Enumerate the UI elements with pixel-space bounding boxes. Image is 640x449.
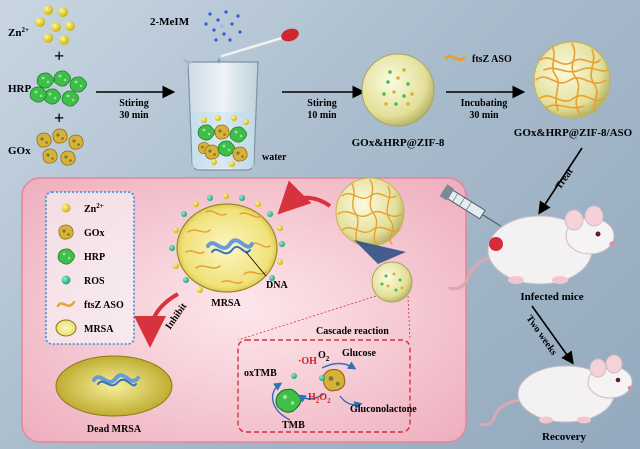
dead-mrsa-label: Dead MRSA xyxy=(87,424,142,435)
water-label: water xyxy=(262,152,287,163)
zinc-ion-icon xyxy=(35,17,45,27)
attack-arrow xyxy=(277,180,332,215)
gox-icon xyxy=(42,148,58,164)
treat-arrow xyxy=(538,147,583,215)
plus-sign: + xyxy=(54,46,64,66)
panel-zif-particle xyxy=(371,261,413,303)
infected-mice-label: Infected mice xyxy=(520,291,583,303)
zinc-ion-icon xyxy=(43,5,53,15)
hrp-icon xyxy=(43,88,62,105)
legend-aso-label: ftsZ ASO xyxy=(84,300,124,311)
hrp-label: HRP xyxy=(8,83,32,95)
gox-icon xyxy=(52,128,68,144)
step2-label: Stiring xyxy=(307,98,336,109)
mrsa-surface-particles xyxy=(169,193,285,293)
legend-gox-label: GOx xyxy=(84,228,105,239)
o2-label: O2 xyxy=(318,350,330,363)
beaker-icon xyxy=(182,58,259,171)
dead-mrsa-cell xyxy=(55,355,173,417)
tmb-oxidation-arrow xyxy=(271,382,291,421)
syringe-icon xyxy=(439,184,502,227)
zinc-ion-icon xyxy=(59,35,69,45)
step1-label: Stiring xyxy=(119,98,148,109)
dropper-icon xyxy=(217,28,299,66)
inhibit-arrow xyxy=(134,292,179,348)
meim-label: 2-MeIM xyxy=(150,16,190,28)
dna-icon xyxy=(206,238,254,250)
hrp-icon xyxy=(69,76,88,93)
zif8-particle xyxy=(361,53,435,127)
h2o2-arrow xyxy=(297,393,325,403)
ros-icon xyxy=(291,373,297,379)
oh-radical-label: ·OH xyxy=(298,356,317,367)
dna-pointer xyxy=(245,251,267,277)
legend-gox-icon xyxy=(58,224,74,240)
legend-mrsa-icon xyxy=(55,319,77,337)
glucose-arrow xyxy=(321,361,357,370)
intermediate-label: GOx&HRP@ZIF-8 xyxy=(352,137,445,149)
zoom-line-left xyxy=(237,295,377,341)
cascade-title: Cascade reaction xyxy=(316,326,389,337)
step1-time: 30 min xyxy=(119,110,149,121)
tmb-label: TMB xyxy=(282,420,305,431)
zoom-cone xyxy=(354,240,406,264)
gox-label: GOx xyxy=(8,145,31,157)
zoom-line-right xyxy=(407,295,411,341)
two-weeks-arrow xyxy=(531,305,574,365)
legend-zn-label: Zn2+ xyxy=(84,202,104,215)
h2o2-label: H2O2 xyxy=(308,392,331,405)
gluconolactone-label: Gluconolactone xyxy=(350,404,417,415)
oxtmb-label: oxTMB xyxy=(244,368,277,379)
recovery-label: Recovery xyxy=(542,431,586,443)
legend-ros-label: ROS xyxy=(84,276,105,287)
hrp-group xyxy=(29,70,88,107)
zinc-ion-icon xyxy=(51,22,61,32)
aso-coated-particle xyxy=(533,41,611,119)
step2-time: 10 min xyxy=(307,110,337,121)
ros-icon xyxy=(319,375,325,381)
hrp-icon xyxy=(29,86,48,103)
recovered-mouse-icon xyxy=(478,354,633,427)
infected-mouse-icon xyxy=(448,205,615,291)
glucose-label: Glucose xyxy=(342,348,376,359)
gox-icon xyxy=(36,132,52,148)
dna-label: DNA xyxy=(266,280,288,291)
step3-time: 30 min xyxy=(469,110,499,121)
gluconolactone-arrow xyxy=(339,395,363,410)
legend-hrp-label: HRP xyxy=(84,252,105,263)
legend-ros-icon xyxy=(61,275,71,285)
zinc-ion-icon xyxy=(58,7,68,17)
plus-sign: + xyxy=(54,108,64,128)
hrp-icon xyxy=(53,70,72,87)
gox-icon xyxy=(68,134,84,150)
hrp-icon xyxy=(61,90,80,107)
mrsa-cell xyxy=(176,203,278,293)
legend-zn-icon xyxy=(61,203,71,213)
zinc-ions xyxy=(35,5,75,45)
mrsa-label: MRSA xyxy=(211,298,241,309)
zinc-ion-icon xyxy=(65,21,75,31)
aso-label: ftsZ ASO xyxy=(472,54,512,65)
treat-label: Treat xyxy=(553,166,576,192)
gox-group xyxy=(36,128,84,166)
gox-icon xyxy=(60,150,76,166)
infection-site-icon xyxy=(489,237,503,251)
legend-aso-icon xyxy=(56,300,76,308)
meim-molecules xyxy=(204,10,242,42)
step3-label: Incubating xyxy=(461,98,508,109)
panel-aso-particle xyxy=(335,177,405,247)
aso-strand-icon xyxy=(444,54,466,62)
zinc-ion-icon xyxy=(43,33,53,43)
hrp-icon xyxy=(36,72,55,89)
zn-label: Zn2+ xyxy=(8,26,29,39)
cascade-gox-icon xyxy=(322,368,346,392)
product-label: GOx&HRP@ZIF-8/ASO xyxy=(514,127,633,139)
legend-mrsa-label: MRSA xyxy=(84,324,114,335)
